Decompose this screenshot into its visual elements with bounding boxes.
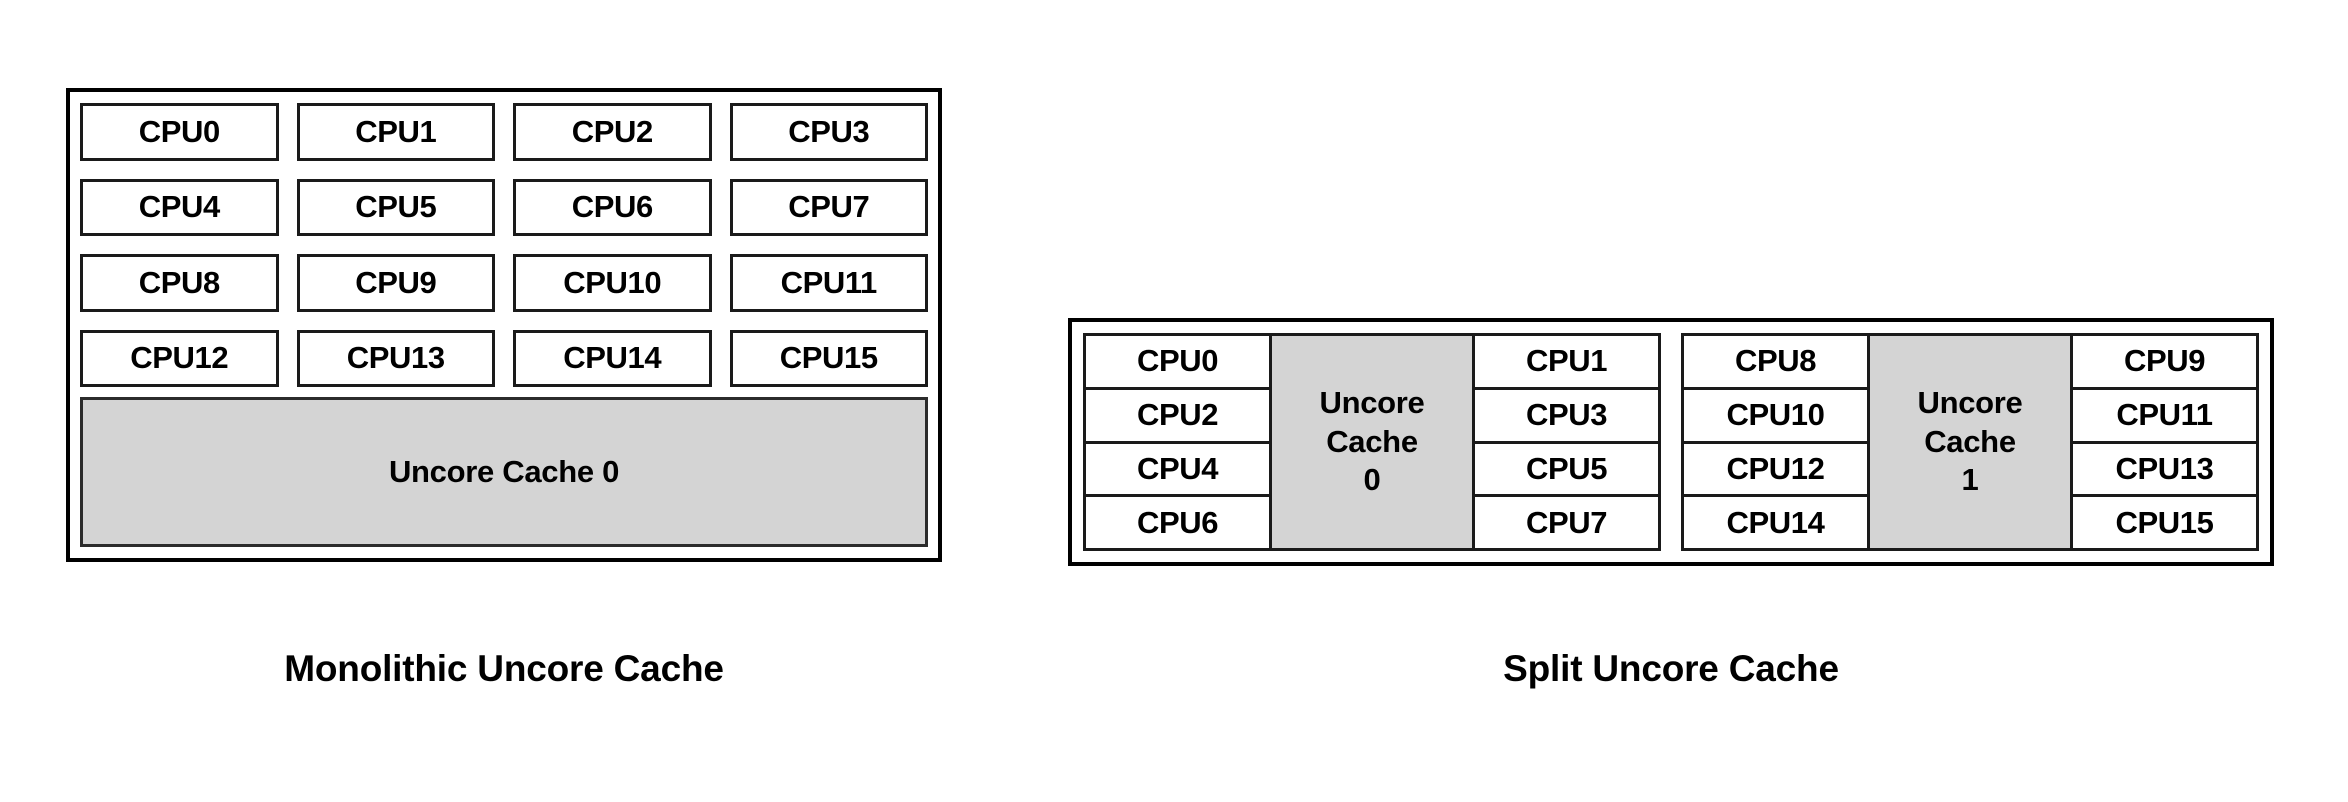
cpu-column-right-1: CPU9 CPU11 CPU13 CPU15: [2070, 336, 2256, 548]
cpu-box: CPU4: [80, 178, 279, 236]
cpu-column-left-0: CPU0 CPU2 CPU4 CPU6: [1086, 336, 1272, 548]
uncore-cache-label-line2: Cache: [1326, 423, 1418, 459]
uncore-cache-label-line1: Uncore: [1917, 384, 2023, 420]
cpu-box: CPU12: [80, 329, 279, 387]
cpu-box: CPU9: [2073, 336, 2256, 390]
cpu-column-right-0: CPU1 CPU3 CPU5 CPU7: [1472, 336, 1658, 548]
cpu-box: CPU3: [1475, 389, 1658, 444]
uncore-cache-block-1: Uncore Cache 1: [1870, 336, 2070, 548]
uncore-cache-block: Uncore Cache 0: [80, 397, 928, 547]
cpu-box: CPU2: [513, 103, 712, 161]
cpu-box: CPU5: [1475, 443, 1658, 498]
cpu-box: CPU11: [2073, 389, 2256, 444]
cpu-box: CPU3: [729, 103, 928, 161]
uncore-cache-label-line1: Uncore: [1319, 384, 1425, 420]
monolithic-cpu-grid: CPU0 CPU1 CPU2 CPU3 CPU4 CPU5 CPU6 CPU7 …: [80, 103, 928, 387]
split-figure-caption: Split Uncore Cache: [1503, 648, 1839, 689]
cpu-box: CPU12: [1684, 443, 1867, 498]
split-cache-group-1: CPU8 CPU10 CPU12 CPU14 Uncore Cache 1 CP…: [1681, 333, 2259, 551]
cpu-box: CPU2: [1086, 389, 1269, 444]
cpu-box: CPU13: [2073, 443, 2256, 498]
cpu-box: CPU11: [729, 254, 928, 312]
cpu-box: CPU6: [513, 178, 712, 236]
cpu-column-left-1: CPU8 CPU10 CPU12 CPU14: [1684, 336, 1870, 548]
cpu-box: CPU9: [296, 254, 495, 312]
cpu-box: CPU13: [296, 329, 495, 387]
cpu-box: CPU8: [1684, 336, 1867, 390]
cpu-box: CPU4: [1086, 443, 1269, 498]
uncore-cache-label-line3: 0: [1363, 462, 1381, 498]
cpu-box: CPU7: [1475, 497, 1658, 548]
cpu-box: CPU1: [296, 103, 495, 161]
cpu-box: CPU6: [1086, 497, 1269, 548]
monolithic-figure-caption: Monolithic Uncore Cache: [284, 648, 724, 689]
cpu-box: CPU1: [1475, 336, 1658, 390]
uncore-cache-label-line3: 1: [1961, 462, 1979, 498]
cpu-box: CPU8: [80, 254, 279, 312]
cpu-box: CPU0: [80, 103, 279, 161]
monolithic-uncore-cache-figure: CPU0 CPU1 CPU2 CPU3 CPU4 CPU5 CPU6 CPU7 …: [66, 88, 942, 562]
split-uncore-cache-figure: CPU0 CPU2 CPU4 CPU6 Uncore Cache 0 CPU1 …: [1068, 318, 2274, 566]
cpu-box: CPU5: [296, 178, 495, 236]
cpu-box: CPU14: [513, 329, 712, 387]
cpu-box: CPU15: [2073, 497, 2256, 548]
uncore-cache-block-0: Uncore Cache 0: [1272, 336, 1472, 548]
cpu-box: CPU10: [513, 254, 712, 312]
uncore-cache-label-line2: Cache: [1924, 423, 2016, 459]
cpu-box: CPU10: [1684, 389, 1867, 444]
cpu-box: CPU7: [729, 178, 928, 236]
cpu-box: CPU0: [1086, 336, 1269, 390]
cpu-box: CPU14: [1684, 497, 1867, 548]
split-cache-group-0: CPU0 CPU2 CPU4 CPU6 Uncore Cache 0 CPU1 …: [1083, 333, 1661, 551]
split-groups-container: CPU0 CPU2 CPU4 CPU6 Uncore Cache 0 CPU1 …: [1083, 333, 2259, 551]
cpu-box: CPU15: [729, 329, 928, 387]
